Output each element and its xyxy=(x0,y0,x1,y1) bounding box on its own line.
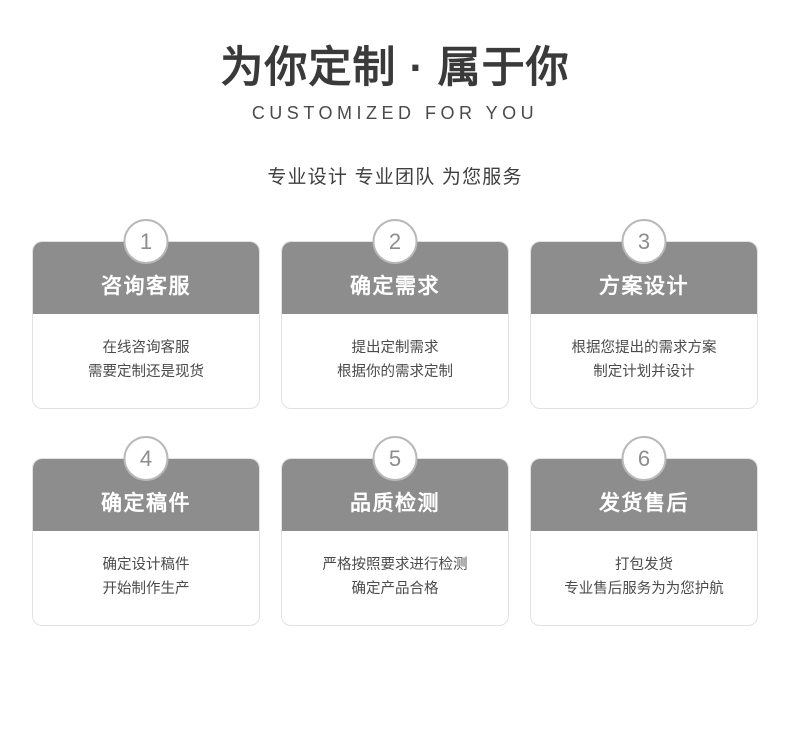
step-card-4: 4 确定稿件 确定设计稿件 开始制作生产 xyxy=(32,436,260,627)
step-card-5: 5 品质检测 严格按照要求进行检测 确定产品合格 xyxy=(281,436,509,627)
step-heading: 品质检测 xyxy=(350,492,440,516)
page-title: 为你定制 · 属于你 xyxy=(220,44,570,92)
step-description-line-2: 制定计划并设计 xyxy=(593,364,695,381)
step-heading: 咨询客服 xyxy=(101,275,191,299)
step-card-body: 确定稿件 确定设计稿件 开始制作生产 xyxy=(32,458,260,627)
step-description-line-2: 开始制作生产 xyxy=(102,581,190,598)
step-description-line-2: 根据你的需求定制 xyxy=(337,364,453,381)
step-number-badge: 4 xyxy=(123,436,169,482)
page-subtitle: 专业设计 专业团队 为您服务 xyxy=(267,167,523,189)
step-description-line-1: 打包发货 xyxy=(615,557,673,574)
step-heading: 方案设计 xyxy=(599,275,689,299)
step-description-line-1: 在线咨询客服 xyxy=(102,340,190,357)
step-description: 提出定制需求 根据你的需求定制 xyxy=(282,314,508,384)
step-card-body: 确定需求 提出定制需求 根据你的需求定制 xyxy=(281,241,509,410)
step-description-line-2: 专业售后服务为为您护航 xyxy=(564,581,724,598)
step-heading: 确定稿件 xyxy=(101,492,191,516)
step-description: 严格按照要求进行检测 确定产品合格 xyxy=(282,531,508,601)
step-description-line-1: 提出定制需求 xyxy=(351,340,439,357)
step-card-6: 6 发货售后 打包发货 专业售后服务为为您护航 xyxy=(530,436,758,627)
step-description: 确定设计稿件 开始制作生产 xyxy=(33,531,259,601)
step-number-badge: 3 xyxy=(621,219,667,265)
step-card-header: 品质检测 xyxy=(282,459,508,532)
step-card-body: 咨询客服 在线咨询客服 需要定制还是现货 xyxy=(32,241,260,410)
step-number-badge: 5 xyxy=(372,436,418,482)
step-description-line-1: 根据您提出的需求方案 xyxy=(571,340,717,357)
step-description-line-2: 确定产品合格 xyxy=(351,581,439,598)
page-title-english: CUSTOMIZED FOR YOU xyxy=(251,103,539,124)
step-card-header: 确定稿件 xyxy=(33,459,259,532)
step-description: 在线咨询客服 需要定制还是现货 xyxy=(33,314,259,384)
step-card-3: 3 方案设计 根据您提出的需求方案 制定计划并设计 xyxy=(530,219,758,410)
step-heading: 确定需求 xyxy=(350,275,440,299)
step-description: 打包发货 专业售后服务为为您护航 xyxy=(531,531,757,601)
banner-header: 为你定制 · 属于你 CUSTOMIZED FOR YOU 专业设计 专业团队 … xyxy=(0,0,790,189)
step-heading: 发货售后 xyxy=(599,492,689,516)
step-description-line-1: 确定设计稿件 xyxy=(102,557,190,574)
step-card-1: 1 咨询客服 在线咨询客服 需要定制还是现货 xyxy=(32,219,260,410)
steps-grid: 1 咨询客服 在线咨询客服 需要定制还是现货 2 确定需求 提出定制需求 根据 xyxy=(32,189,758,627)
step-card-2: 2 确定需求 提出定制需求 根据你的需求定制 xyxy=(281,219,509,410)
step-card-body: 方案设计 根据您提出的需求方案 制定计划并设计 xyxy=(530,241,758,410)
step-description-line-1: 严格按照要求进行检测 xyxy=(322,557,468,574)
step-description-line-2: 需要定制还是现货 xyxy=(88,364,204,381)
step-card-body: 发货售后 打包发货 专业售后服务为为您护航 xyxy=(530,458,758,627)
step-number-badge: 2 xyxy=(372,219,418,265)
step-card-header: 方案设计 xyxy=(531,242,757,315)
step-number-badge: 6 xyxy=(621,436,667,482)
step-description: 根据您提出的需求方案 制定计划并设计 xyxy=(531,314,757,384)
step-number-badge: 1 xyxy=(123,219,169,265)
step-card-body: 品质检测 严格按照要求进行检测 确定产品合格 xyxy=(281,458,509,627)
